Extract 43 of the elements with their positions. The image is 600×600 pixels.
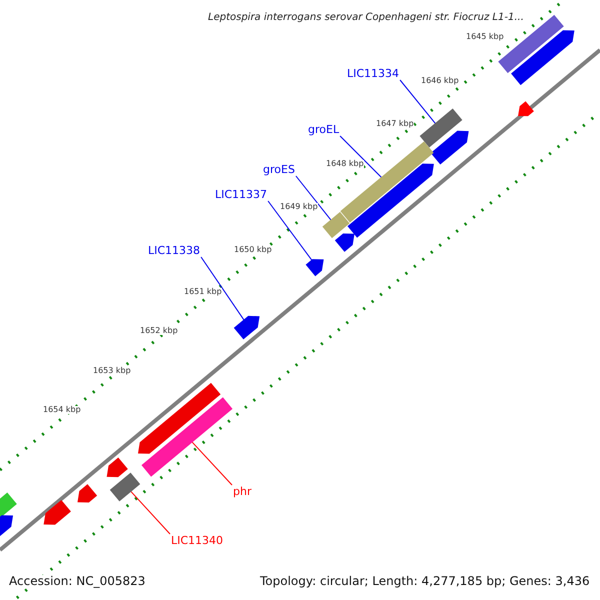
gene-block — [106, 458, 128, 478]
leader-line — [268, 200, 312, 261]
gene-block — [334, 233, 354, 252]
scale-label: 1649 kbp — [280, 203, 318, 211]
gene-block — [44, 500, 71, 525]
gene-block — [322, 212, 350, 238]
gene-block — [138, 382, 221, 454]
gene-block — [110, 472, 140, 502]
scale-label: 1647 kbp — [376, 120, 414, 128]
scale-label: 1650 kbp — [234, 246, 272, 254]
leader-line — [340, 136, 382, 178]
genome-info-text: Topology: circular; Length: 4,277,185 bp; Genes: 3,436 — [260, 575, 590, 587]
scale-label: 1648 kbp — [326, 160, 364, 168]
leader-line — [400, 80, 436, 124]
gene-label: groEL — [308, 124, 340, 135]
gene-block — [234, 316, 260, 340]
gene-block — [141, 397, 233, 477]
gene-block — [430, 130, 469, 165]
map-title: Leptospira interrogans serovar Copenhageni str. Fiocruz L1-1... — [208, 13, 524, 23]
gene-block — [78, 484, 98, 503]
leader-line — [130, 490, 170, 534]
scale-label: 1652 kbp — [140, 327, 178, 335]
leader-line — [200, 256, 244, 321]
gene-label: LIC11340 — [171, 535, 224, 546]
scale-label: 1653 kbp — [93, 367, 131, 375]
leader-line — [295, 176, 332, 221]
scale-label: 1654 kbp — [43, 406, 81, 414]
scale-label: 1646 kbp — [421, 77, 459, 85]
gene-label: phr — [233, 486, 252, 497]
scale-label: 1651 kbp — [184, 288, 222, 296]
gene-label: LIC11338 — [148, 245, 200, 256]
gene-block — [518, 101, 534, 116]
gene-block — [0, 492, 17, 518]
gene-block — [0, 515, 14, 536]
gene-block — [420, 108, 462, 148]
scale-label: 1645 kbp — [466, 33, 504, 41]
leader-line — [192, 441, 232, 486]
gene-block — [306, 259, 324, 276]
gene-label: LIC11334 — [347, 68, 400, 79]
accession-text: Accession: NC_005823 — [9, 575, 146, 587]
gene-block — [511, 30, 574, 86]
gene-label: groES — [263, 164, 295, 175]
gene-label: LIC11337 — [215, 189, 268, 200]
